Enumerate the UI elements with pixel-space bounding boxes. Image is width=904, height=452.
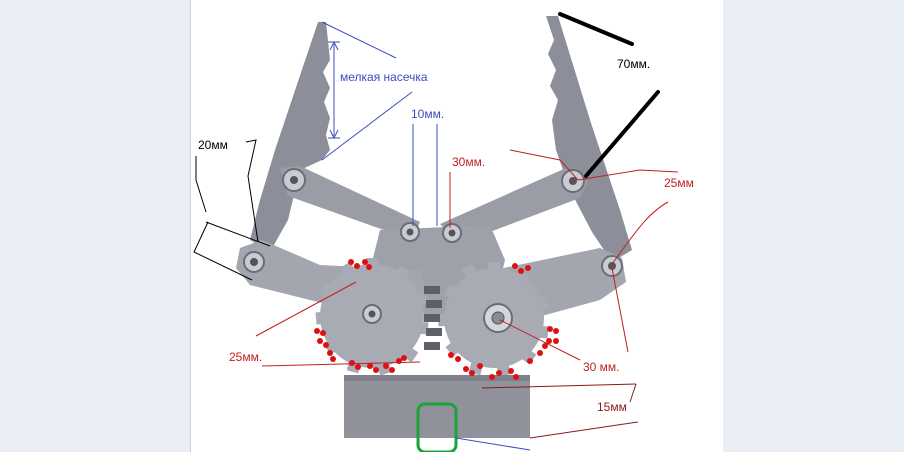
screw-icon [243, 251, 265, 273]
screw-icon [282, 168, 306, 192]
screw-icon [483, 303, 513, 333]
dim-25-left-lines [255, 281, 421, 367]
marker-dots [314, 259, 559, 380]
base-top-shade [344, 375, 530, 381]
servo-pointer [455, 437, 531, 451]
notch-dimension [321, 21, 413, 161]
dim-15-label: 15мм [597, 400, 627, 414]
left-margin [0, 0, 190, 452]
base-block [344, 375, 530, 438]
screw-icon [400, 222, 420, 242]
screw-icon [601, 255, 623, 277]
servo-outline [416, 402, 458, 452]
dim-25-right-lines [509, 149, 679, 265]
gear-mesh [424, 286, 442, 350]
left-finger [250, 22, 330, 252]
dim-20-label: 20мм [198, 138, 228, 152]
screw-icon [362, 304, 382, 324]
screw-icon [442, 223, 462, 243]
dim-10-label: 10мм. [411, 107, 444, 121]
dim-25-left-label: 25мм. [229, 350, 262, 364]
notch-label: мелкая насечка [340, 70, 428, 84]
upper-left-link [280, 166, 420, 240]
dim-30-top-label: 30мм. [452, 155, 485, 169]
screw-icon [561, 169, 585, 193]
dim-20-lines [193, 139, 271, 281]
dim-30-bottom-label: 30 мм. [583, 360, 620, 374]
dim-30-bottom-lines [499, 267, 629, 361]
pivot-screws [243, 168, 623, 333]
upper-right-link [440, 168, 588, 244]
right-margin [723, 0, 904, 452]
dim-15-lines [481, 383, 639, 439]
dim-70-lines [558, 12, 660, 178]
right-finger [546, 16, 632, 262]
dim-70-label: 70мм. [617, 57, 650, 71]
dim-25-right-label: 25мм [664, 176, 694, 190]
dim-10-lines [412, 124, 438, 226]
